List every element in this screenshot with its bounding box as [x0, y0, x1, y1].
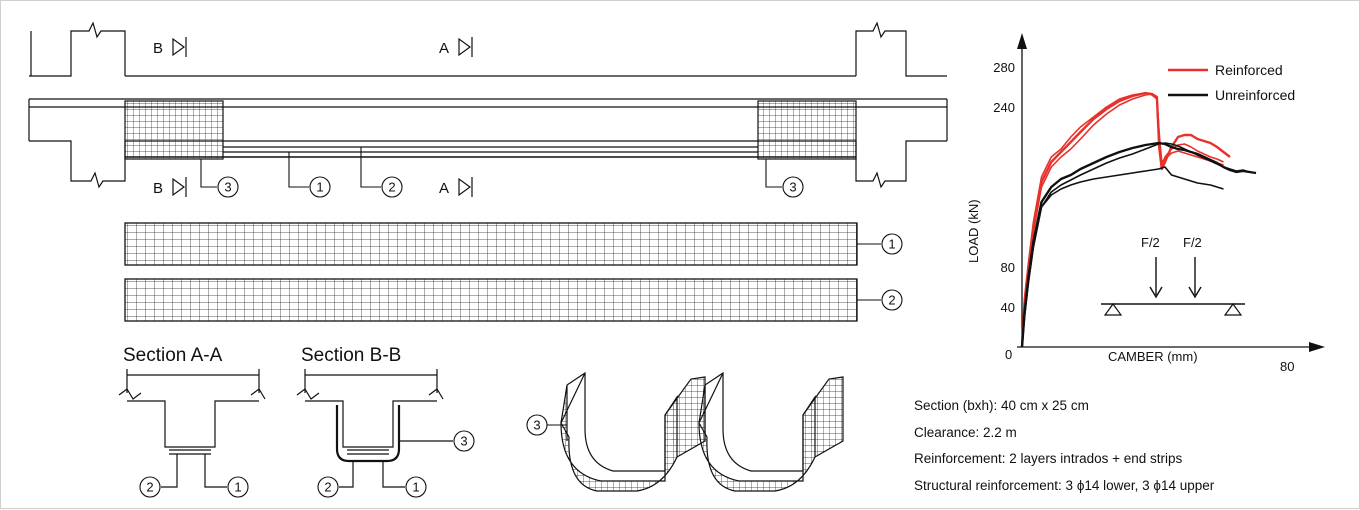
u-strip-1 [560, 371, 706, 492]
frp-sheet-2 [124, 278, 858, 322]
y-axis-arrow [1017, 33, 1027, 49]
x-axis-label: CAMBER (mm) [1108, 349, 1198, 364]
right-column-upper [855, 21, 947, 77]
y-tick-40: 40 [1001, 300, 1015, 315]
section-marks [172, 37, 473, 197]
section-bb-drawing [296, 369, 453, 488]
section-mark-b-bottom [172, 177, 186, 197]
callout-3-right: 3 [789, 180, 796, 195]
legend-label-unreinforced: Unreinforced [1215, 87, 1295, 103]
x-axis-arrow [1309, 342, 1325, 352]
y-axis-label: LOAD (kN) [966, 199, 981, 263]
elevation-leaders [200, 147, 782, 188]
series-unreinforced-curve-3 [1021, 166, 1224, 348]
sheet-2-number: 2 [888, 293, 895, 308]
x-tick-0: 0 [1005, 347, 1012, 362]
section-mark-a-bottom [458, 177, 472, 197]
section-bb-callout-3: 3 [460, 434, 467, 449]
load-label-right: F/2 [1183, 235, 1202, 250]
u-strip-callout-3: 3 [533, 418, 540, 433]
callout-2: 2 [388, 180, 395, 195]
section-aa-title: Section A-A [123, 345, 223, 366]
section-bb-callout-2: 2 [324, 480, 331, 495]
section-letter-b-bottom: B [153, 180, 163, 197]
section-letter-a-bottom: A [439, 180, 449, 197]
right-column-lower [855, 140, 947, 189]
section-aa-drawing [118, 369, 266, 488]
y-tick-280: 280 [993, 60, 1015, 75]
legend-label-reinforced: Reinforced [1215, 62, 1283, 78]
support-left [1103, 302, 1123, 316]
note-section: Section (bxh): 40 cm x 25 cm [914, 398, 1089, 413]
callout-3-left: 3 [224, 180, 231, 195]
elevation-callout-circles [217, 176, 804, 198]
sheet-2-callout [881, 289, 903, 311]
note-clearance: Clearance: 2.2 m [914, 425, 1017, 440]
x-tick-80: 80 [1280, 359, 1294, 374]
note-reinforcement: Reinforcement: 2 layers intrados + end s… [914, 451, 1183, 466]
y-tick-80: 80 [1001, 260, 1015, 275]
series-unreinforced-curve-2 [1021, 142, 1257, 348]
support-right [1223, 302, 1243, 316]
section-bb-title: Section B-B [301, 345, 401, 366]
u-strips: 3 [526, 371, 844, 492]
y-tick-240: 240 [993, 100, 1015, 115]
series-reinforced-curve-1 [1020, 91, 1231, 348]
sheet-1-callout [881, 233, 903, 255]
section-aa-callout-2: 2 [146, 480, 153, 495]
section-letter-a-top: A [439, 40, 449, 57]
series-reinforced-curve-3 [1021, 92, 1224, 348]
u-strip-2 [698, 371, 844, 492]
chart-series [1020, 91, 1257, 348]
section-aa-callout-1: 1 [234, 480, 241, 495]
section-bb-callout-1: 1 [412, 480, 419, 495]
series-unreinforced-curve-1 [1020, 141, 1257, 348]
series-reinforced-curve-2 [1021, 93, 1224, 348]
left-column-upper [29, 21, 126, 77]
section-letter-b-top: B [153, 40, 163, 57]
load-camber-chart: 40 80 240 280 0 80 CAMBER (mm) LOAD (kN) Re… [966, 33, 1325, 374]
end-strip-left [124, 100, 224, 160]
y-tick-labels: 40 80 240 280 [993, 60, 1015, 315]
callout-1: 1 [316, 180, 323, 195]
section-mark-b-top [172, 37, 186, 57]
end-strip-right [757, 100, 857, 160]
section-mark-a-top [458, 37, 472, 57]
frp-sheet-1 [124, 222, 858, 266]
note-structural-reinforcement: Structural reinforcement: 3 ϕ14 lower, 3… [914, 478, 1215, 493]
left-column-lower [29, 140, 126, 189]
sheet-1-number: 1 [888, 237, 895, 252]
load-label-left: F/2 [1141, 235, 1160, 250]
load-scheme: F/2 F/2 [1101, 235, 1245, 316]
